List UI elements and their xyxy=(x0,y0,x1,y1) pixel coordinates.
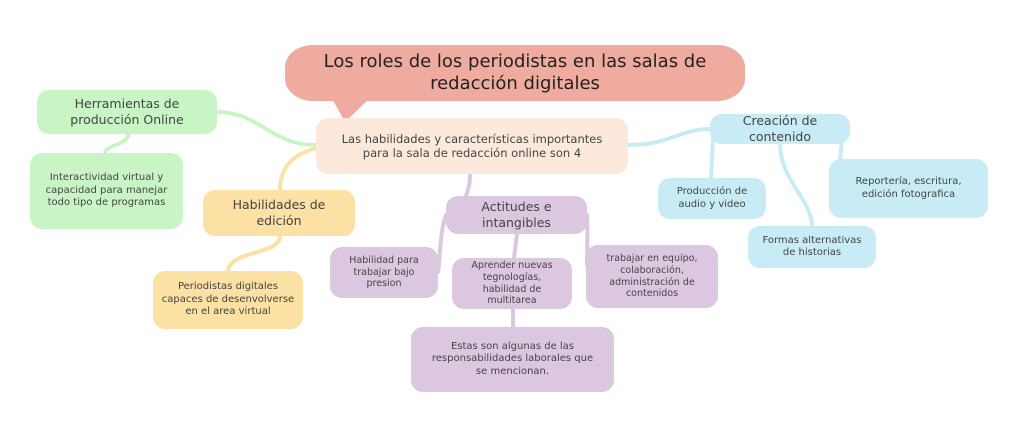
subtopic-reporteria[interactable]: Reportería, escritura, edición fotografi… xyxy=(829,159,988,218)
link-herramientas-interactividad xyxy=(103,132,130,155)
link-creacion-formas xyxy=(778,142,814,228)
link-actitudes-bajo xyxy=(436,213,448,274)
link-creacion-produccion xyxy=(709,138,715,180)
link-central-herramientas xyxy=(215,110,318,147)
subtopic-bajo-presion[interactable]: Habilidad para trabajar bajo presion xyxy=(330,247,438,298)
link-central-creacion xyxy=(626,127,712,147)
title-bubble-tail xyxy=(330,95,370,122)
subtopic-produccion[interactable]: Producción de audio y video xyxy=(658,178,766,219)
map-title[interactable]: Los roles de los periodistas en las sala… xyxy=(285,45,745,101)
topic-edicion[interactable]: Habilidades de edición xyxy=(203,190,355,236)
link-central-edicion xyxy=(278,146,318,192)
link-edicion-periodistas xyxy=(226,234,282,273)
link-central-actitudes xyxy=(464,172,472,198)
topic-actitudes[interactable]: Actitudes e intangibles xyxy=(446,196,587,234)
subtopic-interactividad[interactable]: Interactividad virtual y capacidad para … xyxy=(30,153,183,229)
topic-herramientas[interactable]: Herramientas de producción Online xyxy=(37,90,217,134)
subtopic-periodistas[interactable]: Periodistas digitales capaces de desenvo… xyxy=(153,271,303,329)
topic-creacion[interactable]: Creación de contenido xyxy=(710,113,850,144)
subtopic-formas[interactable]: Formas alternativas de historias xyxy=(748,226,876,268)
central-topic[interactable]: Las habilidades y características import… xyxy=(316,118,628,174)
subtopic-responsabilidades[interactable]: Estas son algunas de las responsabilidad… xyxy=(411,327,614,392)
link-actitudes-aprender xyxy=(512,232,519,260)
subtopic-aprender[interactable]: Aprender nuevas tegnologías, habilidad d… xyxy=(452,258,572,309)
subtopic-equipo[interactable]: trabajar en equipo, colaboración, admini… xyxy=(586,245,718,308)
